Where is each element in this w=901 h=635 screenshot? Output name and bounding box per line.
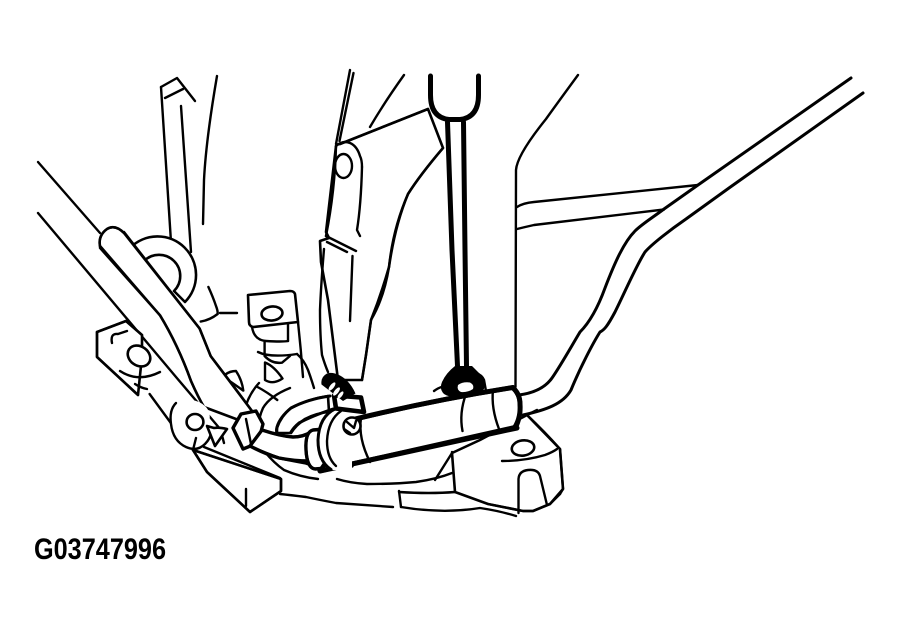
- svg-text:G03747996: G03747996: [34, 533, 166, 566]
